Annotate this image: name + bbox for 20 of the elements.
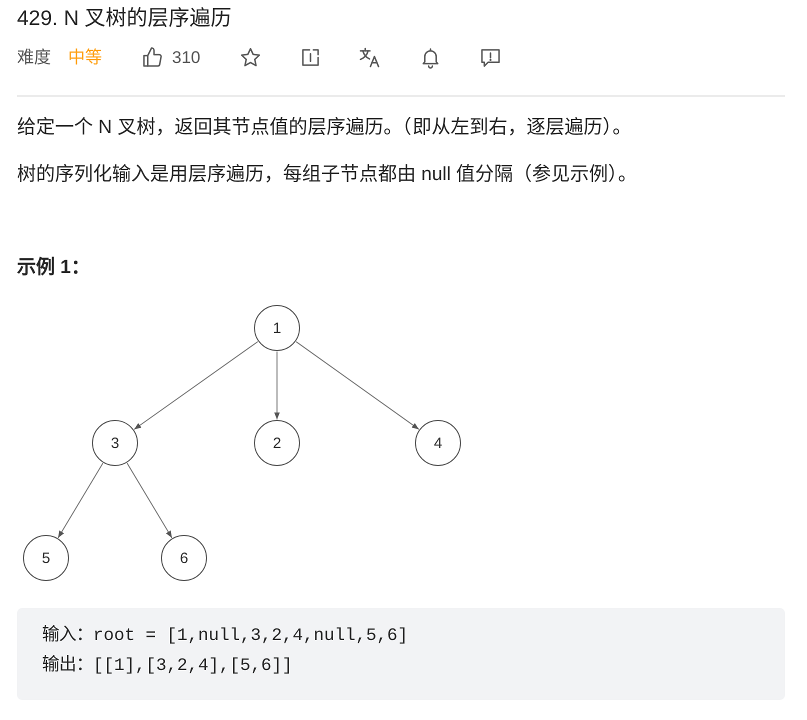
arrow	[126, 462, 172, 538]
description-text: 树的序列化输入是用层序遍历，每组子节点都由 null 值分隔（参见示例）。	[17, 163, 638, 187]
code-line: 输出：[[1],[3,2,4],[5,6]]	[42, 654, 293, 678]
problem-title: 429. N 叉树的层序遍历	[17, 6, 232, 32]
example-heading: 示例 1：	[17, 256, 90, 280]
tree-node: 6	[161, 535, 207, 581]
tree-node: 1	[254, 305, 300, 351]
tree-node: 2	[254, 420, 300, 466]
code-line: 输入：root = [1,null,3,2,4,null,5,6]	[42, 624, 408, 648]
arrow	[58, 462, 104, 538]
arrow	[274, 351, 280, 420]
like-count: 310	[172, 46, 200, 68]
difficulty-tag: 中等	[68, 46, 102, 68]
tree-node: 5	[23, 535, 69, 581]
arrow	[296, 341, 420, 430]
tree-node: 3	[92, 420, 138, 466]
tree-node: 4	[415, 420, 461, 466]
arrow	[134, 341, 258, 430]
difficulty-label: 难度	[17, 46, 51, 68]
description-text: 给定一个 N 叉树，返回其节点值的层序遍历。（即从左到右，逐层遍历）。	[17, 116, 632, 140]
